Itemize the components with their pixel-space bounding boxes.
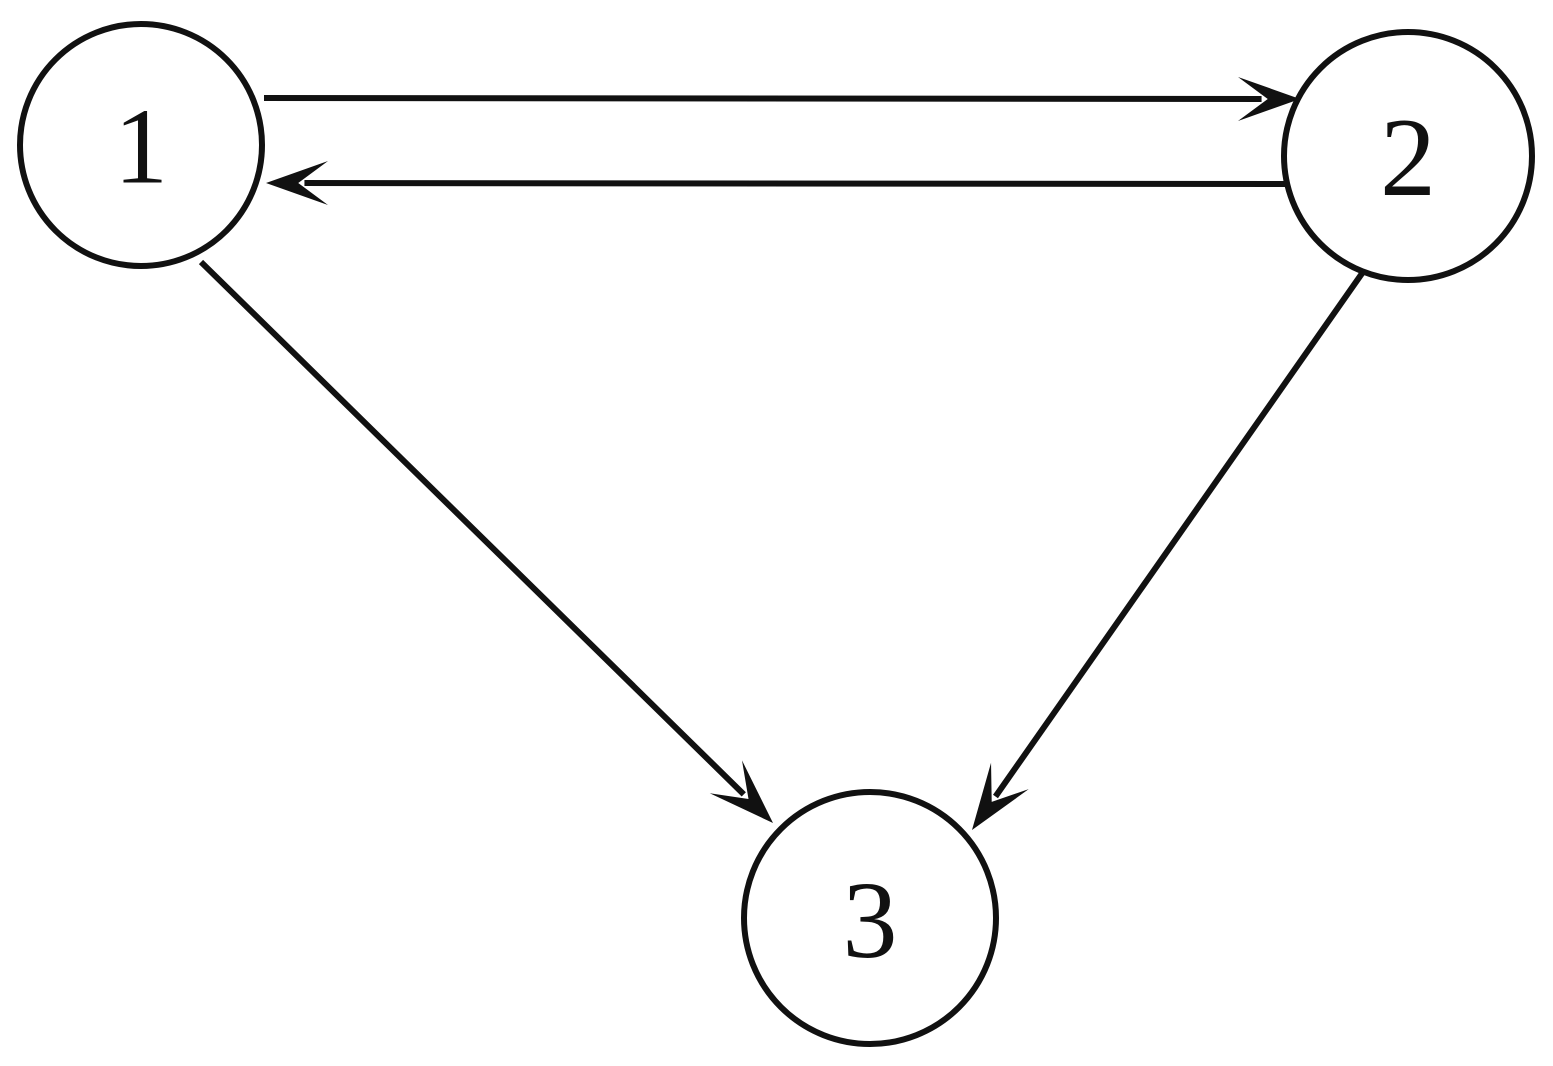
node-3[interactable]: 3 [741,789,999,1047]
node-circle[interactable] [1281,29,1535,283]
node-label: 2 [1380,96,1436,220]
edge-2-to-3[interactable] [972,270,1366,830]
arrow-head-icon [266,161,329,206]
node-circle[interactable] [741,789,999,1047]
edge-line [993,270,1366,799]
edge-layer [198,76,1366,830]
node-2[interactable]: 2 [1281,29,1535,283]
arrow-head-icon [1237,76,1300,121]
edge-line [263,95,1262,102]
arrow-head-icon [709,760,773,823]
node-label: 1 [114,88,168,207]
edge-line [304,180,1293,187]
node-layer: 1 2 3 [17,21,1535,1047]
node-circle[interactable] [17,21,265,269]
edge-line [198,259,746,797]
node-1[interactable]: 1 [17,21,265,269]
node-label: 3 [843,859,898,981]
edge-1-to-2[interactable] [263,76,1300,121]
arrow-head-icon [972,762,1029,830]
edge-2-to-1[interactable] [266,161,1293,206]
edge-1-to-3[interactable] [198,259,773,823]
